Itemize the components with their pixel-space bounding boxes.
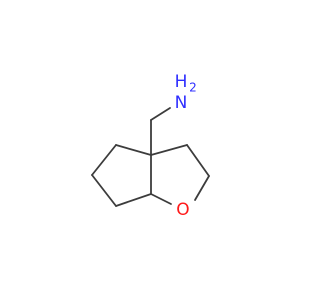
bond-c2-o (194, 175, 210, 201)
bond-c3-c2 (186, 144, 210, 177)
bond-c5-c6 (91, 174, 117, 207)
bond-c3a-c4 (115, 144, 152, 156)
molecule-canvas: N H 2 O (91, 72, 210, 220)
bond-c6-c6a (115, 193, 152, 207)
bond-c4-c5 (91, 144, 117, 176)
hydrogen-count-label: 2 (189, 81, 197, 95)
hydrogen-atom-label: H (175, 72, 188, 92)
nitrogen-atom-label: N (175, 93, 188, 113)
oxygen-atom-label: O (176, 200, 189, 220)
bond-ch2-n (150, 107, 171, 121)
bond-o-c6a (150, 193, 172, 205)
structure-diagram: N H 2 O (91, 72, 210, 220)
bond-c3a-c3 (150, 144, 188, 156)
